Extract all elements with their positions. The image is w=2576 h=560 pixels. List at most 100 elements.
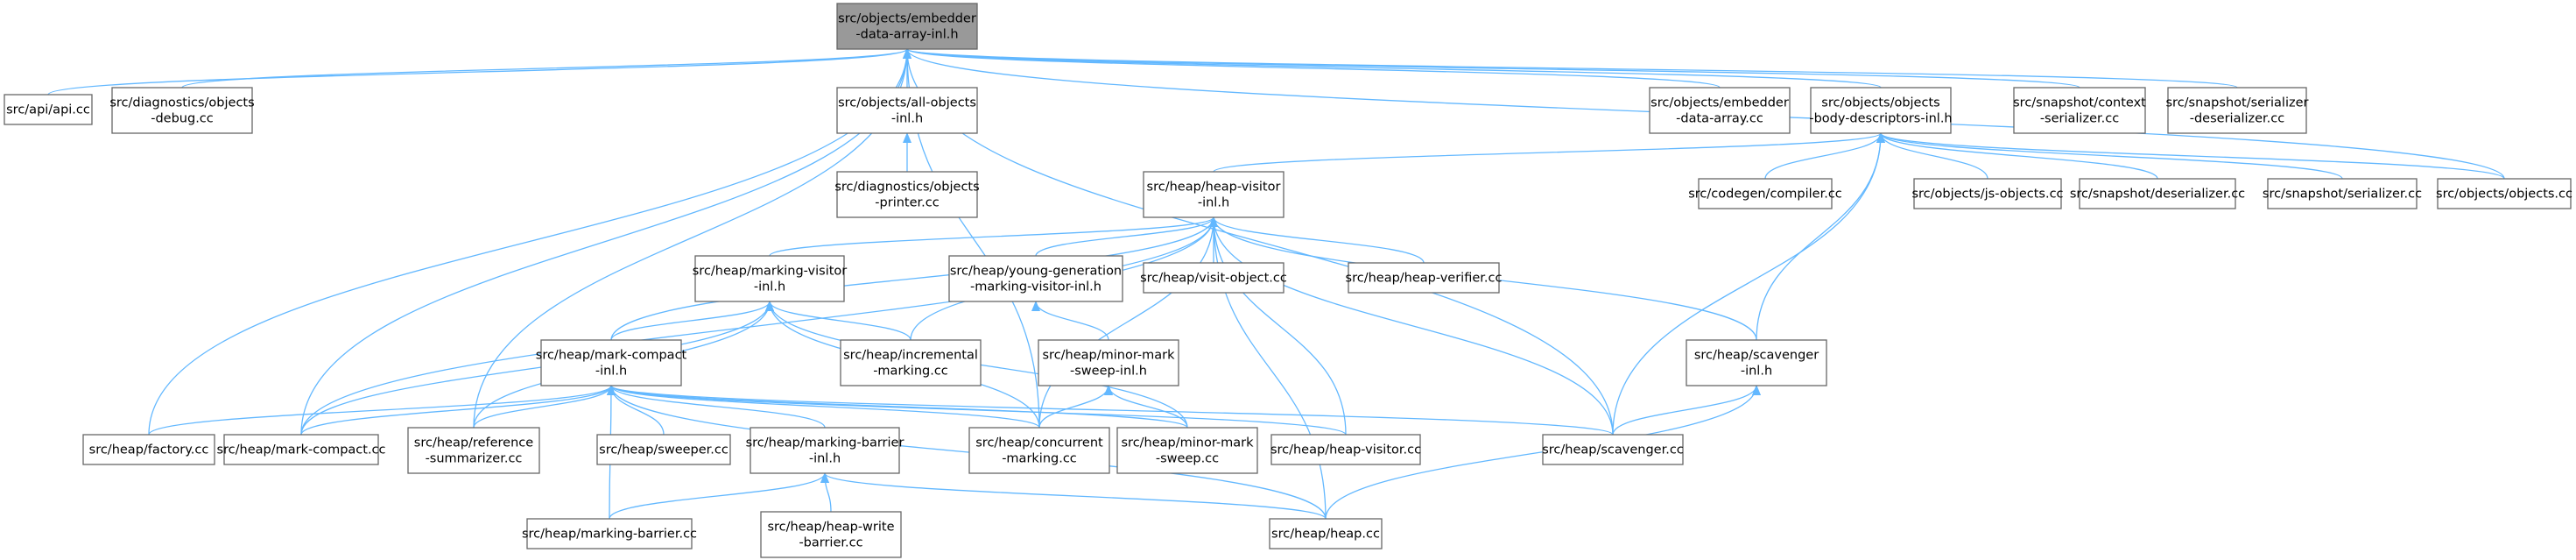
node-src-objects-embedder-data-array-cc[interactable]: src/objects/embedder -data-array.cc xyxy=(1649,87,1791,134)
edge-scav_cc-to-bodydesc xyxy=(1612,132,1885,436)
node-label-line: -inl.h xyxy=(1198,196,1229,210)
edge-concurrent-to-minormark_h xyxy=(1038,385,1113,429)
node-label-line: -data-array.cc xyxy=(1676,112,1763,126)
edge-refsum-to-markcompact_h xyxy=(473,385,616,429)
node-box xyxy=(694,255,845,302)
node-label-line: src/snapshot/serializer xyxy=(2166,96,2309,110)
node-box xyxy=(750,427,900,474)
node-src-diagnostics-objects-debug-cc[interactable]: src/diagnostics/objects-debug.cc xyxy=(109,87,255,134)
node-src-heap-heap-verifier-cc[interactable]: src/heap/heap-verifier.cc xyxy=(1346,262,1503,294)
node-label-line: src/heap/heap-visitor.cc xyxy=(1270,443,1421,457)
node-box xyxy=(4,94,93,125)
node-label-line: -debug.cc xyxy=(151,112,214,126)
nodes-layer: src/objects/embedder-data-array-inl.h src… xyxy=(4,3,2572,558)
edge-younggen-to-heapvisitor xyxy=(1035,216,1218,257)
node-src-heap-scavenger-inl-h[interactable]: src/heap/scavenger -inl.h xyxy=(1686,339,1827,386)
node-label-line: src/heap/heap-visitor xyxy=(1147,181,1281,195)
node-label-line: src/heap/scavenger xyxy=(1694,349,1819,363)
node-label-line: src/heap/minor-mark xyxy=(1122,436,1255,450)
node-box xyxy=(1116,427,1258,474)
node-box xyxy=(1698,178,1833,209)
node-box xyxy=(836,87,978,134)
node-label-line: src/objects/objects.cc xyxy=(2436,188,2572,202)
node-src-diagnostics-objects-printer-cc[interactable]: src/diagnostics/objects-printer.cc xyxy=(834,171,980,218)
edge-markbarrier_h-to-markcompact_h xyxy=(607,385,826,429)
edge-diag_debug-to-root xyxy=(181,48,911,89)
node-src-heap-sweeper-cc[interactable]: src/heap/sweeper.cc xyxy=(596,434,731,465)
edge-heap_cc-to-markcompact_h xyxy=(607,385,1327,520)
node-src-snapshot-deserializer-cc[interactable]: src/snapshot/deserializer.cc xyxy=(2070,178,2245,209)
edge-deser-to-bodydesc xyxy=(1876,132,2158,180)
node-label-line: src/heap/mark-compact xyxy=(536,349,687,363)
edge-api-to-root xyxy=(47,48,911,96)
node-label-line: -serializer.cc xyxy=(2040,112,2119,126)
edge-heapvisitor-to-bodydesc xyxy=(1213,132,1885,173)
node-label-line: src/objects/all-objects xyxy=(838,96,976,110)
node-label-line: src/heap/incremental xyxy=(843,349,978,363)
edge-ser-to-bodydesc xyxy=(1876,132,2343,180)
node-box xyxy=(82,434,215,465)
node-src-heap-mark-compact-cc[interactable]: src/heap/mark-compact.cc xyxy=(216,434,386,465)
node-label-line: src/heap/marking-barrier.cc xyxy=(522,528,697,542)
node-src-snapshot-serializer-deserializer-cc[interactable]: src/snapshot/serializer -deserializer.cc xyxy=(2166,87,2309,134)
node-label-line: src/diagnostics/objects xyxy=(834,181,979,195)
node-label-line: -inl.h xyxy=(1741,365,1772,379)
edge-writebarrier-to-markbarrier_h xyxy=(820,472,832,513)
node-src-heap-marking-barrier-cc[interactable]: src/heap/marking-barrier.cc xyxy=(522,518,697,549)
node-box xyxy=(1810,87,1952,134)
edge-markcompact_cc-to-markcompact_h xyxy=(300,385,616,436)
node-src-heap-heap-visitor-inl-h[interactable]: src/heap/heap-visitor-inl.h xyxy=(1143,171,1284,218)
node-src-objects-objects-body-descriptors-inl-h[interactable]: src/objects/objects-body-descriptors-inl… xyxy=(1809,87,1953,134)
node-label-line: -inl.h xyxy=(891,112,923,126)
node-box xyxy=(2013,87,2146,134)
node-src-heap-factory-cc[interactable]: src/heap/factory.cc xyxy=(82,434,215,465)
node-label-line: src/snapshot/context xyxy=(2013,96,2146,110)
node-box xyxy=(968,427,1110,474)
node-src-codegen-compiler-cc[interactable]: src/codegen/compiler.cc xyxy=(1688,178,1842,209)
node-label-line: src/heap/marking-barrier xyxy=(746,436,904,450)
node-src-objects-objects-cc[interactable]: src/objects/objects.cc xyxy=(2436,178,2572,209)
node-label-line: -deserializer.cc xyxy=(2190,112,2285,126)
node-box xyxy=(1542,434,1684,465)
edge-scav_cc-to-heapvisitor xyxy=(1209,216,1614,436)
edge-minormark_h-to-younggen xyxy=(1031,301,1109,341)
node-label-line: src/objects/embedder xyxy=(1650,96,1789,110)
node-src-heap-reference-summarizer-cc[interactable]: src/heap/reference-summarizer.cc xyxy=(407,427,540,474)
node-src-heap-heap-visitor-cc[interactable]: src/heap/heap-visitor.cc xyxy=(1270,434,1421,465)
node-src-objects-all-objects-inl-h[interactable]: src/objects/all-objects -inl.h xyxy=(836,87,978,134)
node-label-line: src/heap/minor-mark xyxy=(1043,349,1176,363)
node-box xyxy=(760,511,902,558)
node-src-objects-js-objects-cc[interactable]: src/objects/js-objects.cc xyxy=(1911,178,2064,209)
node-src-snapshot-serializer-cc[interactable]: src/snapshot/serializer.cc xyxy=(2263,178,2422,209)
node-label-line: -printer.cc xyxy=(875,196,939,210)
node-src-heap-heap-cc[interactable]: src/heap/heap.cc xyxy=(1269,518,1383,549)
node-src-heap-incremental-marking-cc[interactable]: src/heap/incremental-marking.cc xyxy=(840,339,982,386)
edge-emb_cc-to-root xyxy=(903,48,1721,89)
node-src-heap-heap-write-barrier-cc[interactable]: src/heap/heap-write-barrier.cc xyxy=(760,511,902,558)
node-box xyxy=(2167,87,2307,134)
node-src-objects-embedder-data-array-inl-h[interactable]: src/objects/embedder-data-array-inl.h xyxy=(836,3,978,50)
node-src-snapshot-context-serializer-cc[interactable]: src/snapshot/context -serializer.cc xyxy=(2013,87,2146,134)
node-src-heap-scavenger-cc[interactable]: src/heap/scavenger.cc xyxy=(1542,434,1684,465)
node-box xyxy=(111,87,253,134)
node-box xyxy=(1348,262,1500,294)
node-src-heap-concurrent-marking-cc[interactable]: src/heap/concurrent-marking.cc xyxy=(968,427,1110,474)
edge-markcompact_h-to-heapvisitor xyxy=(610,216,1218,341)
node-src-heap-minor-mark-sweep-inl-h[interactable]: src/heap/minor-mark -sweep-inl.h xyxy=(1038,339,1179,386)
node-box xyxy=(836,3,978,50)
edge-concurrent-to-markcompact_h xyxy=(607,385,1040,429)
node-label-line: src/heap/visit-object.cc xyxy=(1140,272,1287,286)
node-src-heap-marking-barrier-inl-h[interactable]: src/heap/marking-barrier-inl.h xyxy=(746,427,904,474)
edge-markcompact_cc-to-heapvisitor xyxy=(300,216,1218,436)
node-label-line: src/objects/js-objects.cc xyxy=(1911,188,2063,202)
edge-objects_cc-to-bodydesc xyxy=(1876,132,2505,180)
node-src-heap-minor-mark-sweep-cc[interactable]: src/heap/minor-mark-sweep.cc xyxy=(1116,427,1258,474)
node-src-api-api-cc[interactable]: src/api/api.cc xyxy=(4,94,93,125)
node-box xyxy=(2437,178,2572,209)
node-src-heap-marking-visitor-inl-h[interactable]: src/heap/marking-visitor-inl.h xyxy=(693,255,848,302)
node-src-heap-young-generation-marking-visitor-inl-h[interactable]: src/heap/young-generation-marking-visito… xyxy=(948,255,1123,302)
node-label-line: -sweep-inl.h xyxy=(1070,365,1147,379)
node-src-heap-visit-object-cc[interactable]: src/heap/visit-object.cc xyxy=(1140,262,1287,294)
node-src-heap-mark-compact-inl-h[interactable]: src/heap/mark-compact-inl.h xyxy=(536,339,687,386)
node-box xyxy=(1649,87,1791,134)
